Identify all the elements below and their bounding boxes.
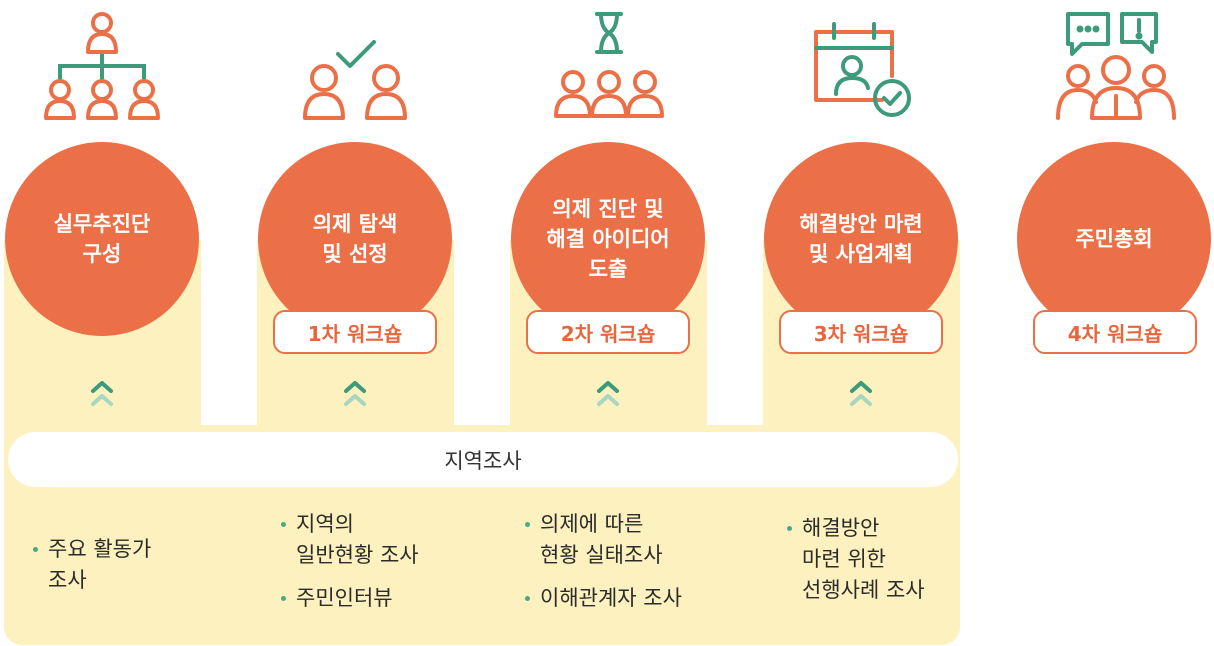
- list-item: 주요 활동가 조사: [32, 534, 151, 596]
- workshop-badge-1: 1차 워크숍: [273, 310, 437, 354]
- step-circle-1: 실무추진단 구성: [5, 142, 199, 336]
- list-item: 해결방안 마련 위한 선행사례 조사: [786, 513, 925, 606]
- list-item: 이해관계자 조사: [524, 583, 682, 614]
- chevron-up-icon: [344, 381, 366, 406]
- group-chat-icon: [1056, 12, 1176, 120]
- list-item: 의제에 따른 현황 실태조사: [524, 509, 682, 571]
- survey-title: 지역조사: [8, 432, 958, 487]
- chevron-up-icon: [91, 381, 113, 406]
- hourglass-group-icon: [554, 12, 664, 118]
- survey-column-3: 의제에 따른 현황 실태조사 이해관계자 조사: [524, 509, 682, 626]
- chevron-up-icon: [850, 381, 872, 406]
- list-item: 주민인터뷰: [280, 583, 419, 614]
- workshop-badge-3: 3차 워크숍: [779, 310, 943, 354]
- people-check-icon: [303, 40, 407, 120]
- org-chart-icon: [44, 12, 160, 120]
- survey-column-1: 주요 활동가 조사: [32, 534, 151, 608]
- step-circle-2: 의제 탐색 및 선정: [258, 142, 452, 336]
- survey-column-4: 해결방안 마련 위한 선행사례 조사: [786, 513, 925, 618]
- survey-column-2: 지역의 일반현황 조사 주민인터뷰: [280, 509, 419, 626]
- chevron-up-icon: [597, 381, 619, 406]
- workshop-badge-2: 2차 워크숍: [526, 310, 690, 354]
- calendar-person-check-icon: [814, 22, 911, 117]
- step-circle-3: 의제 진단 및 해결 아이디어 도출: [511, 142, 705, 336]
- workshop-badge-4: 4차 워크숍: [1033, 310, 1197, 354]
- step-circle-5: 주민총회: [1017, 142, 1211, 336]
- step-circle-4: 해결방안 마련 및 사업계획: [764, 142, 958, 336]
- list-item: 지역의 일반현황 조사: [280, 509, 419, 571]
